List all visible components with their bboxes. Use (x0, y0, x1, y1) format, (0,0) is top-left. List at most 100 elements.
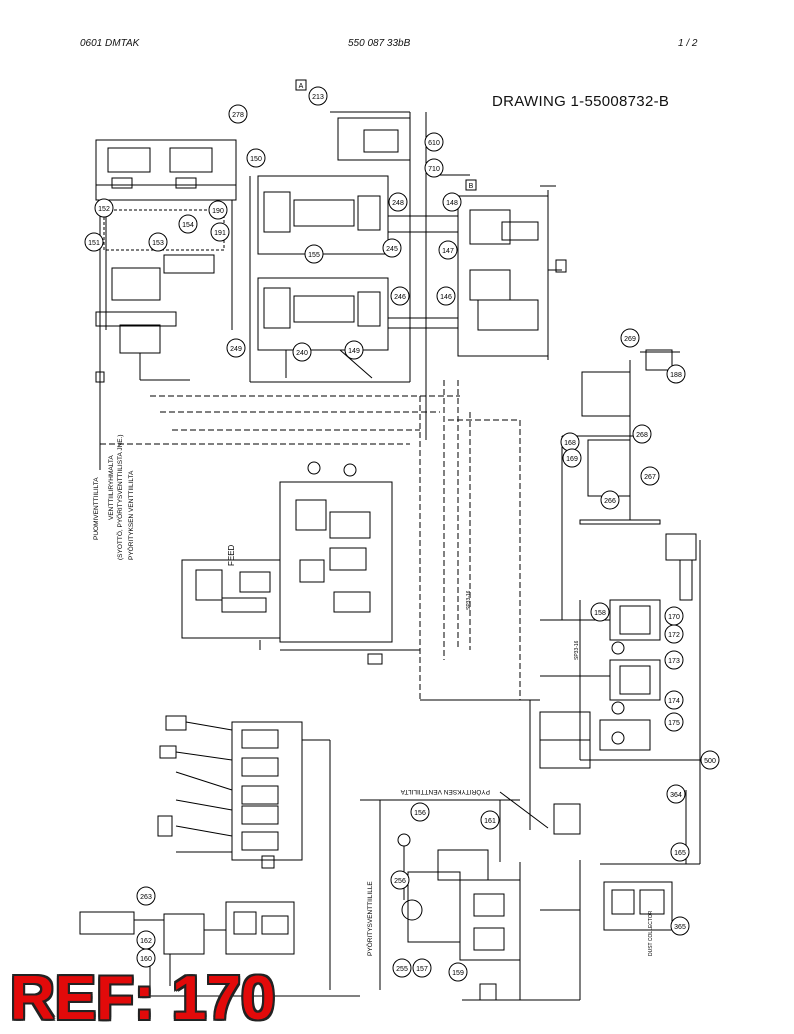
callout-147: 147 (438, 240, 458, 260)
callout-168: 168 (560, 432, 580, 452)
callout-165: 165 (670, 842, 690, 862)
feed-control-block (279, 481, 393, 643)
svg-text:269: 269 (624, 336, 636, 343)
svg-text:175: 175 (668, 720, 680, 727)
callout-255: 255 (392, 958, 412, 978)
svg-text:364: 364 (670, 792, 682, 799)
rotation-manifold (459, 879, 521, 961)
upper-valve-section (257, 175, 389, 255)
callout-159: 159 (448, 962, 468, 982)
svg-text:153: 153 (152, 240, 164, 247)
svg-text:174: 174 (668, 698, 680, 705)
cylinder-right (169, 147, 213, 173)
label-rotation-valve: PYÖRITYKSEN VENTTIILILTA (127, 470, 135, 560)
callout-169: 169 (562, 448, 582, 468)
svg-text:159: 159 (452, 970, 464, 977)
svg-text:161: 161 (484, 818, 496, 825)
callout-268: 268 (632, 424, 652, 444)
label-feed: FEED (227, 544, 236, 566)
callout-500: 500 (700, 750, 720, 770)
svg-text:160: 160 (140, 956, 152, 963)
lower-valve-section (257, 277, 389, 351)
svg-text:710: 710 (428, 166, 440, 173)
rotation-valve (407, 871, 461, 943)
svg-text:146: 146 (440, 294, 452, 301)
svg-text:249: 249 (230, 346, 242, 353)
svg-text:246: 246 (394, 294, 406, 301)
svg-text:255: 255 (396, 966, 408, 973)
callout-158: 158 (590, 602, 610, 622)
svg-text:256: 256 (394, 878, 406, 885)
callout-162: 162 (136, 930, 156, 950)
callout-240: 240 (292, 342, 312, 362)
callout-170: 170 (664, 606, 684, 626)
drawing-title: DRAWING 1-55008732-B (492, 93, 670, 110)
svg-text:173: 173 (668, 658, 680, 665)
svg-text:263: 263 (140, 894, 152, 901)
callout-267: 267 (640, 466, 660, 486)
svg-text:162: 162 (140, 938, 152, 945)
label-sp-2: SP33-16 (574, 640, 580, 660)
label-rotation-top: PYÖRITYKSEN VENTTIILILTA (400, 788, 490, 796)
callout-173: 173 (664, 650, 684, 670)
dust-collector-valve (603, 881, 673, 931)
svg-text:267: 267 (644, 474, 656, 481)
svg-text:248: 248 (392, 200, 404, 207)
oscillation-block-frame (95, 139, 237, 201)
callout-610: 610 (424, 132, 444, 152)
valve-stack-2 (609, 659, 661, 701)
callout-188: 188 (666, 364, 686, 384)
svg-text:240: 240 (296, 350, 308, 357)
header-page-number: 1 / 2 (678, 38, 698, 49)
callout-266: 266 (600, 490, 620, 510)
box-letter-B: B (465, 179, 477, 191)
label-feed-valves: VENTTIILIRYHMALTA (108, 455, 115, 520)
callout-152: 152 (94, 198, 114, 218)
box-letter-A: A (295, 79, 307, 91)
svg-text:191: 191 (214, 230, 226, 237)
svg-text:155: 155 (308, 252, 320, 259)
callout-256: 256 (390, 870, 410, 890)
callout-190: 190 (208, 200, 228, 220)
relief-block (119, 324, 161, 354)
label-to-rotation: PYÖRITYSVENTTIILILLE (366, 881, 374, 956)
callout-248: 248 (388, 192, 408, 212)
callout-151: 151 (84, 232, 104, 252)
svg-text:152: 152 (98, 206, 110, 213)
sensor-box (665, 533, 697, 561)
callout-161: 161 (480, 810, 500, 830)
svg-text:168: 168 (564, 440, 576, 447)
callout-150: 150 (246, 148, 266, 168)
label-sp-1: SP33-16 (466, 590, 472, 610)
label-feed-valves-sub: (SYOTTÖ, PYÖRITYSVENTTIILISTA JNE.) (116, 434, 124, 560)
cylinder-bottom (79, 911, 135, 935)
callout-149: 149 (344, 340, 364, 360)
svg-text:151: 151 (88, 240, 100, 247)
svg-text:188: 188 (670, 372, 682, 379)
callout-246: 246 (390, 286, 410, 306)
svg-text:150: 150 (250, 156, 262, 163)
svg-text:500: 500 (704, 758, 716, 765)
callout-153: 153 (148, 232, 168, 252)
svg-text:158: 158 (594, 610, 606, 617)
return-block (581, 371, 631, 417)
callout-157: 157 (412, 958, 432, 978)
svg-text:190: 190 (212, 208, 224, 215)
lower-left-valve (225, 901, 295, 955)
callout-263: 263 (136, 886, 156, 906)
callout-249: 249 (226, 338, 246, 358)
label-dust: DUST COLLECTOR (648, 910, 654, 956)
svg-text:169: 169 (566, 456, 578, 463)
svg-text:149: 149 (348, 348, 360, 355)
svg-text:A: A (299, 83, 304, 90)
header-part-number: 550 087 33bB (348, 38, 411, 49)
svg-text:156: 156 (414, 810, 426, 817)
callout-148: 148 (442, 192, 462, 212)
callout-155: 155 (304, 244, 324, 264)
callout-154: 154 (178, 214, 198, 234)
callout-172: 172 (664, 624, 684, 644)
ref-label: REF: 170 (10, 964, 276, 1033)
callout-364: 364 (666, 784, 686, 804)
svg-text:610: 610 (428, 140, 440, 147)
